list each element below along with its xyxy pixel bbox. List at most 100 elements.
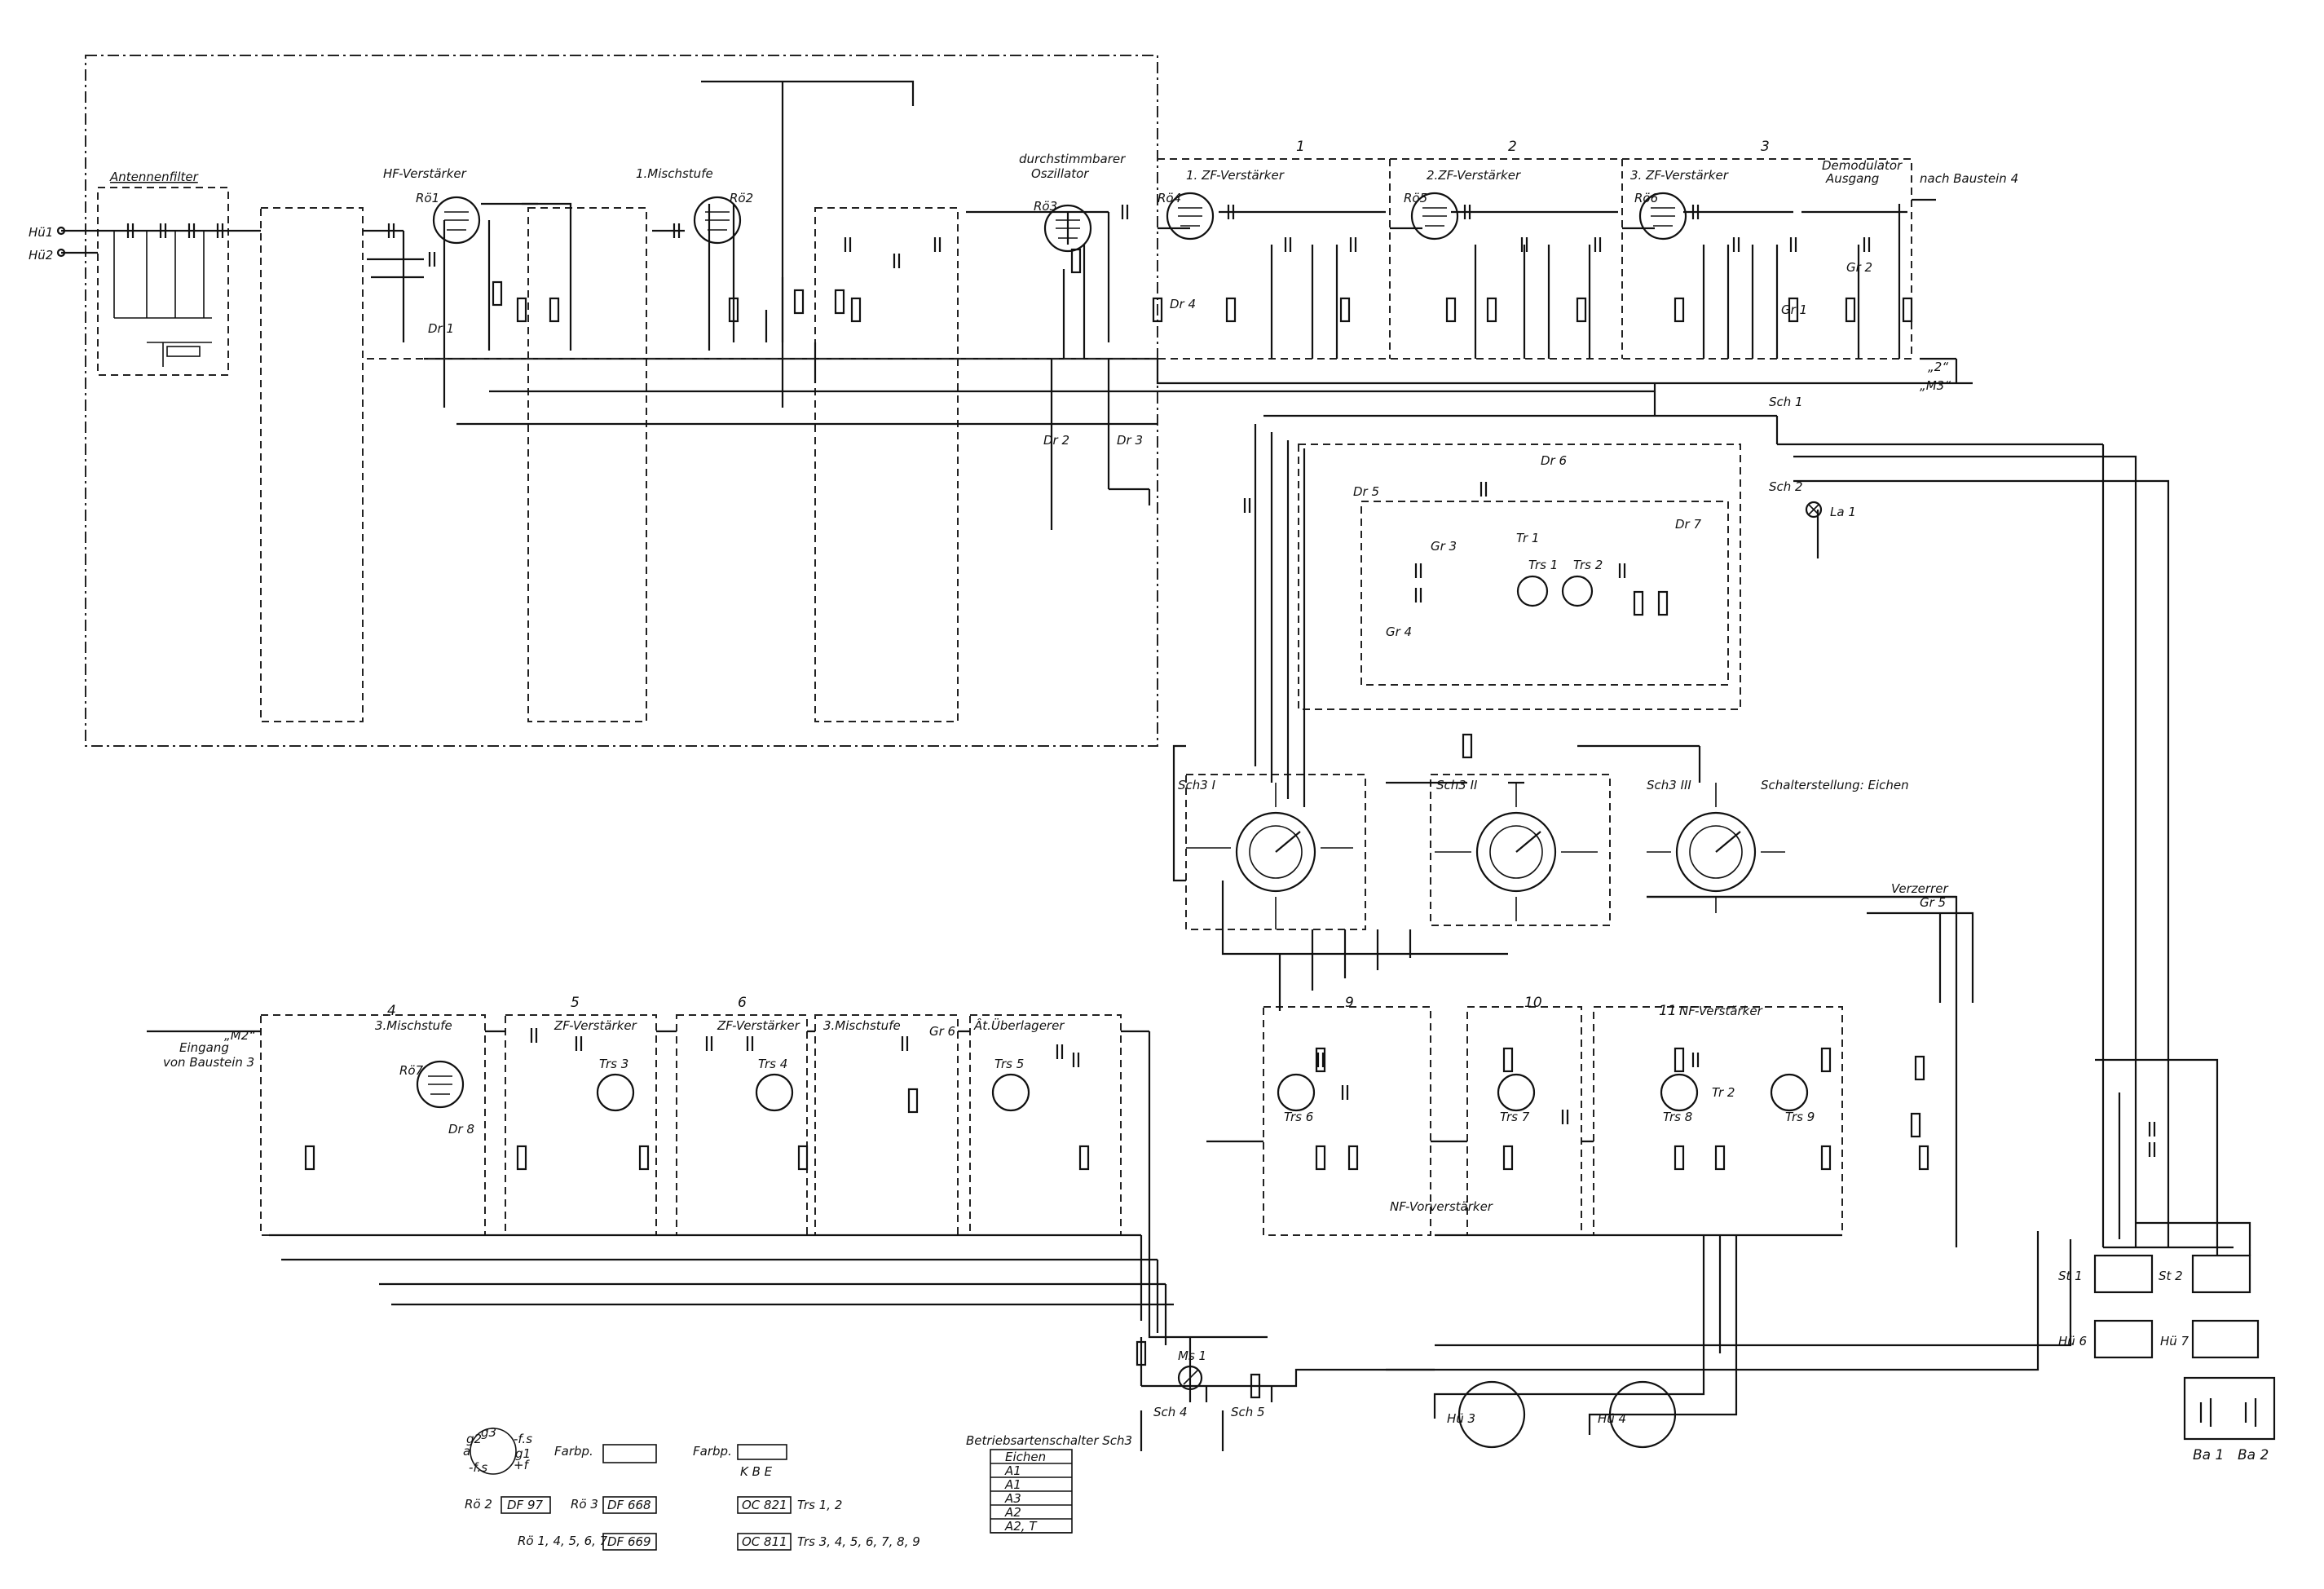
resistor-symbol xyxy=(1633,590,1644,616)
resistor-symbol xyxy=(1339,297,1351,323)
block-outlines xyxy=(85,55,1912,1236)
stage-num-1: 1 xyxy=(1296,139,1305,155)
label-sch4: Sch 4 xyxy=(1153,1405,1188,1419)
tube-ro1 xyxy=(432,196,481,245)
label-sch3-3: Sch3 III xyxy=(1647,778,1691,792)
label-sch5: Sch 5 xyxy=(1231,1405,1265,1419)
label-dr7: Dr 7 xyxy=(1675,517,1701,532)
tube-ro7 xyxy=(416,1060,465,1109)
resistor-symbol xyxy=(1347,1145,1359,1171)
capacitor-symbols xyxy=(126,205,2156,1157)
label-zf1: 1. ZF-Verstärker xyxy=(1186,168,1285,183)
stage-num-2: 2 xyxy=(1508,139,1517,155)
legend-kbe: K B E xyxy=(740,1464,773,1479)
label-sch3-2: Sch3 II xyxy=(1436,778,1478,792)
label-hf-verstaerker: HF-Verstärker xyxy=(383,166,467,181)
sch3-deck-1 xyxy=(1186,783,1353,929)
capacitor-symbol xyxy=(901,1036,909,1051)
switch-table-title: Betriebsartenschalter Sch3 xyxy=(966,1433,1132,1448)
capacitor-symbol xyxy=(1618,563,1626,578)
label-ueberlagerer: Ât.Überlagerer xyxy=(973,1017,1065,1033)
hue6-connector xyxy=(2093,1319,2154,1359)
tube-ro6 xyxy=(1638,192,1687,241)
st1-connector xyxy=(2093,1254,2154,1294)
hf-preselector-box xyxy=(260,207,364,722)
trs6-symbol xyxy=(1277,1073,1316,1112)
label-st1: St 1 xyxy=(2058,1269,2083,1283)
resistor-symbol xyxy=(834,289,845,315)
resistor-symbol xyxy=(728,297,739,323)
label-eingang-2: von Baustein 3 xyxy=(163,1055,254,1070)
label-dr1: Dr 1 xyxy=(428,321,454,336)
switch-table-row: A2, T xyxy=(1004,1519,1038,1534)
label-ro6: Rö6 xyxy=(1634,191,1658,205)
label-dr6: Dr 6 xyxy=(1541,453,1567,468)
label-hue6: Hü 6 xyxy=(2058,1334,2087,1348)
wiring xyxy=(56,80,2251,1451)
ms1-meter xyxy=(1177,1365,1203,1391)
resistor-symbol xyxy=(1445,297,1457,323)
capacitor-symbol xyxy=(844,237,852,252)
capacitor-symbol xyxy=(216,223,224,238)
trs9-symbol xyxy=(1770,1073,1809,1112)
label-hue7: Hü 7 xyxy=(2160,1334,2189,1348)
transistor-base-symbol xyxy=(737,1444,787,1460)
la1-lamp xyxy=(1805,501,1823,519)
trs8-symbol xyxy=(1660,1073,1699,1112)
switch-table-row: A1 xyxy=(1004,1463,1021,1478)
capacitor-symbol xyxy=(387,223,395,238)
hue7-connector xyxy=(2191,1319,2260,1359)
resistor-symbol xyxy=(1918,1145,1929,1171)
resistor-symbol xyxy=(1315,1047,1326,1073)
legend-farbp-2: Farbp. xyxy=(693,1444,732,1459)
meter-and-sockets xyxy=(1177,501,2276,1449)
capacitor-symbol xyxy=(1480,482,1488,497)
switch-table-row: Eichen xyxy=(1005,1450,1046,1464)
tube-legend-row-3: Rö 1, 4, 5, 6, 7 DF 669 xyxy=(518,1533,657,1551)
transistor-legend-row-1: OC 821 Trs 1, 2 xyxy=(737,1496,842,1514)
label-ro5: Rö5 xyxy=(1404,191,1427,205)
stage-num-5: 5 xyxy=(571,995,580,1011)
resistor-symbol xyxy=(1486,297,1497,323)
label-nf-vorverstaerker: NF-Vorverstärker xyxy=(1390,1199,1493,1214)
transistor-legend-label: Trs 1, 2 xyxy=(797,1498,842,1512)
label-dr5: Dr 5 xyxy=(1353,484,1379,499)
nf-vor-box xyxy=(1263,1006,1431,1236)
capacitor-symbol xyxy=(187,223,196,238)
capacitor-symbol xyxy=(1341,1085,1349,1100)
ueberlagerer-box xyxy=(969,1014,1122,1236)
pinout-g1: g1 xyxy=(515,1446,531,1461)
capacitor-symbol xyxy=(893,254,901,268)
resistor-symbol xyxy=(1845,297,1856,323)
resistor-symbol xyxy=(1225,297,1237,323)
capacitor-symbol xyxy=(705,1036,713,1051)
resistor-symbol xyxy=(1576,297,1587,323)
capacitor-symbol xyxy=(159,223,167,238)
label-ba1: Ba 1 xyxy=(2193,1447,2224,1463)
label-gr4: Gr 4 xyxy=(1386,625,1412,639)
hue3-socket xyxy=(1457,1380,1526,1449)
resistor-symbol xyxy=(304,1145,315,1171)
label-trs1: Trs 1 xyxy=(1528,558,1558,572)
resistor-symbol xyxy=(1820,1047,1832,1073)
resistor-symbol xyxy=(1502,1145,1514,1171)
label-gr2: Gr 2 xyxy=(1846,260,1872,275)
label-hue3: Hü 3 xyxy=(1447,1411,1475,1426)
stage-num-4: 4 xyxy=(387,1003,396,1019)
label-m2: „M2“ xyxy=(224,1028,255,1043)
antennenfilter-box xyxy=(97,187,229,376)
legend-farbp-1: Farbp. xyxy=(554,1444,593,1459)
capacitor-symbol xyxy=(933,237,942,252)
hue4-socket xyxy=(1608,1380,1677,1449)
capacitor-symbol xyxy=(1520,237,1528,252)
tube-legend-type: DF 669 xyxy=(607,1534,651,1549)
sch3-deck-3 xyxy=(1647,783,1785,913)
mischstufe3b-box xyxy=(814,1014,959,1236)
stage-num-11: 11 xyxy=(1659,1003,1677,1019)
capacitor-symbol xyxy=(530,1028,538,1043)
label-nf-verstaerker: NF-Verstärker xyxy=(1679,1004,1763,1018)
trs3-symbol xyxy=(596,1073,635,1112)
